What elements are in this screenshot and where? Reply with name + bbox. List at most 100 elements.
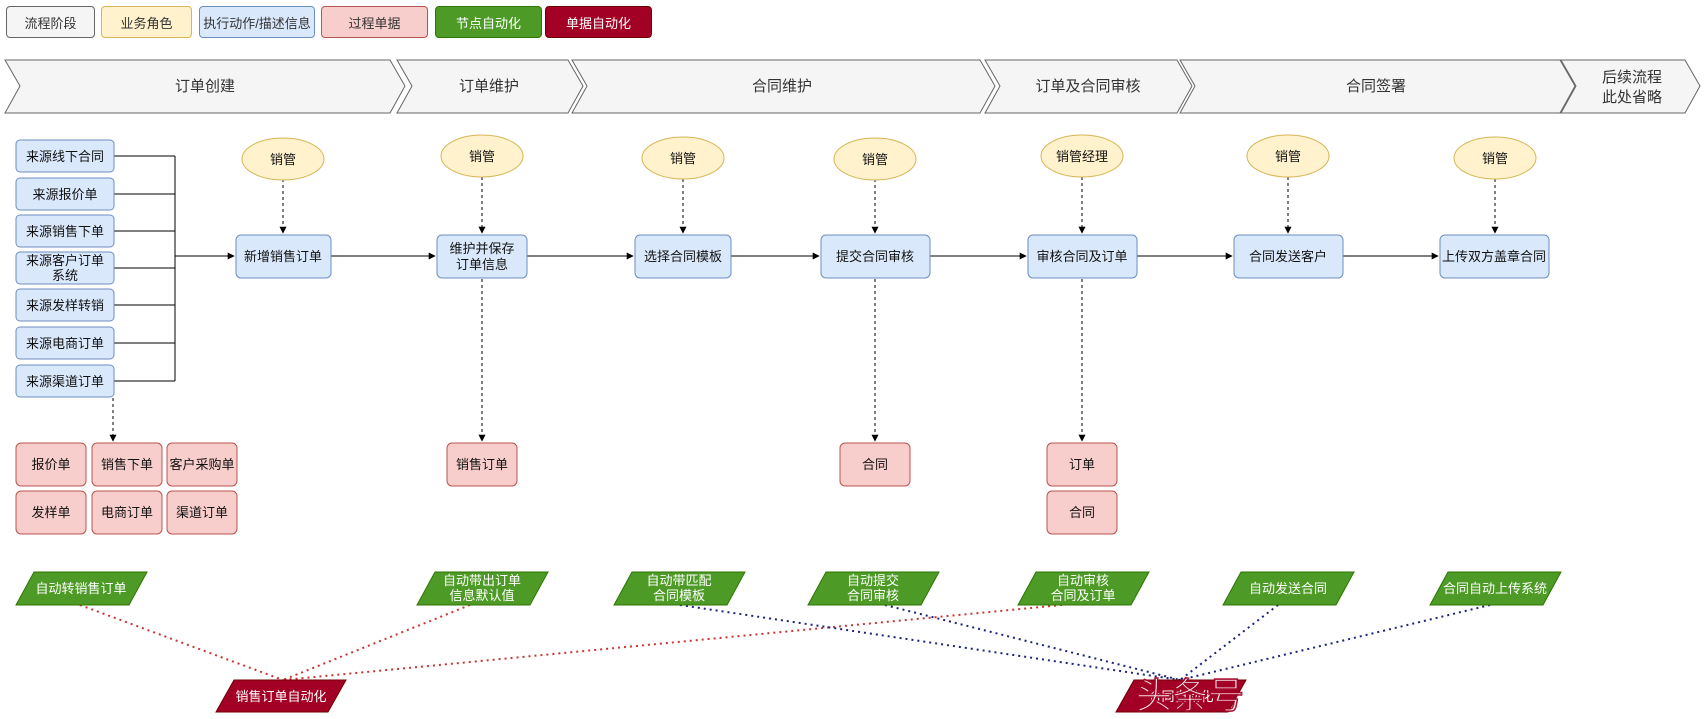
auto-label-line2: 信息默认值 — [449, 588, 514, 603]
legend-phase: 流程阶段 — [6, 6, 95, 38]
legend-action: 执行动作/描述信息 — [199, 6, 315, 38]
auto-default-order-info: 自动带出订单 信息默认值 — [416, 571, 549, 606]
action-label: 新增销售订单 — [244, 249, 322, 264]
action-label-line1: 维护并保存 — [449, 241, 514, 256]
phase-label-line2: 此处省略 — [1602, 89, 1662, 106]
auto-sales-order-doc: 销售订单自动化 — [215, 679, 347, 713]
action-label: 上传双方盖章合同 — [1442, 249, 1546, 264]
action-label: 审核合同及订单 — [1036, 249, 1127, 264]
auto-label-line2: 合同及订单 — [1050, 588, 1115, 603]
action-new-sales-order: 新增销售订单 — [235, 234, 332, 279]
auto-match-template: 自动带匹配 合同模板 — [613, 571, 746, 606]
auto-review: 自动审核 合同及订单 — [1017, 571, 1150, 606]
action-submit-review: 提交合同审核 — [820, 234, 931, 279]
document-list: 报价单 销售下单 客户采购单 发样单 电商订单 渠道订单 销售订单 合同 — [15, 442, 1118, 535]
action-review-contract-order: 审核合同及订单 — [1027, 234, 1138, 279]
document-label: 销售订单 — [456, 457, 508, 472]
role-sales-admin: 销管 — [641, 136, 725, 180]
phase-label-line1: 后续流程 — [1602, 69, 1662, 86]
source-label: 来源销售下单 — [26, 224, 104, 239]
role-sales-manager: 销管经理 — [1040, 134, 1124, 178]
auto-label-line2: 合同审核 — [847, 588, 899, 603]
doc-auto-label: 合同自动化 — [1148, 689, 1213, 704]
document-label: 报价单 — [31, 457, 70, 472]
legend-doc-automation: 单据自动化 — [545, 6, 652, 38]
role-label: 销管 — [862, 152, 888, 167]
auto-submit-review: 自动提交 合同审核 — [807, 571, 940, 606]
action-select-template: 选择合同模板 — [634, 234, 732, 279]
document-sample: 发样单 — [15, 490, 87, 535]
role-label: 销管经理 — [1056, 149, 1108, 164]
phase-label: 订单及合同审核 — [1035, 78, 1140, 95]
action-label: 选择合同模板 — [644, 249, 722, 264]
source-ecommerce: 来源电商订单 — [15, 326, 115, 360]
phase-contract-maintenance: 合同维护 — [571, 59, 996, 114]
document-sales-order-form: 销售下单 — [91, 442, 163, 487]
action-label: 提交合同审核 — [836, 249, 914, 264]
auto-label: 合同自动上传系统 — [1443, 581, 1547, 596]
role-list: 销管 销管 销管 销管 销管经理 销管 销管 — [241, 134, 1537, 181]
source-label: 来源电商订单 — [26, 336, 104, 351]
auto-label-line2: 合同模板 — [653, 588, 705, 603]
role-sales-admin: 销管 — [1246, 134, 1330, 178]
auto-label-line1: 自动审核 — [1057, 573, 1109, 588]
action-label: 合同发送客户 — [1249, 249, 1327, 264]
doc-auto-label: 销售订单自动化 — [235, 689, 326, 704]
node-automation-list: 自动转销售订单 自动带出订单 信息默认值 自动带匹配 合同模板 自动提交 合同审… — [15, 571, 1562, 606]
auto-label: 自动发送合同 — [1249, 581, 1327, 596]
source-sample-to-sale: 来源发样转销 — [15, 288, 115, 322]
action-label-line2: 订单信息 — [456, 257, 508, 272]
auto-convert-sales-order: 自动转销售订单 — [15, 571, 148, 606]
action-list: 新增销售订单 维护并保存 订单信息 选择合同模板 提交合同审核 审核合同及订单 … — [235, 234, 1550, 279]
phase-label: 订单创建 — [175, 78, 235, 95]
phase-label: 合同维护 — [752, 78, 812, 95]
source-connectors — [114, 155, 235, 382]
document-label: 订单 — [1069, 457, 1095, 472]
document-contract-final: 合同 — [1046, 490, 1118, 535]
document-contract: 合同 — [839, 442, 911, 487]
document-order: 订单 — [1046, 442, 1118, 487]
document-label: 电商订单 — [101, 505, 153, 520]
document-label: 客户采购单 — [169, 457, 234, 472]
role-label: 销管 — [670, 151, 696, 166]
auto-label-line1: 自动带匹配 — [646, 573, 711, 588]
source-label: 来源发样转销 — [26, 298, 104, 313]
source-sales-order: 来源销售下单 — [15, 214, 115, 248]
role-label: 销管 — [469, 149, 495, 164]
role-sales-admin: 销管 — [440, 134, 524, 178]
auto-send-contract: 自动发送合同 — [1222, 571, 1355, 606]
doc-automation-list: 销售订单自动化 合同自动化 — [215, 679, 1247, 713]
phase-subsequent: 后续流程 此处省略 — [1560, 59, 1701, 114]
source-label: 来源渠道订单 — [26, 374, 104, 389]
document-sales-order: 销售订单 — [446, 442, 518, 487]
legend-node-automation: 节点自动化 — [435, 6, 542, 38]
document-label: 合同 — [862, 457, 888, 472]
source-label-line2: 系统 — [52, 268, 78, 283]
source-list: 来源线下合同 来源报价单 来源销售下单 来源客户订单 系统 来源发样转销 来源电… — [15, 139, 115, 398]
phase-order-maintenance: 订单维护 — [396, 59, 584, 114]
document-label: 发样单 — [31, 505, 70, 520]
source-offline-contract: 来源线下合同 — [15, 139, 115, 173]
source-label-line1: 来源客户订单 — [26, 253, 104, 268]
watermark-text: 头条号 — [1136, 675, 1244, 716]
dashed-arrows — [109, 177, 1499, 442]
watermark: 头条号 — [1136, 675, 1245, 717]
phase-label: 订单维护 — [459, 78, 519, 95]
source-label: 来源报价单 — [32, 187, 97, 202]
role-label: 销管 — [1482, 151, 1508, 166]
document-channel: 渠道订单 — [166, 490, 238, 535]
phase-label: 合同签署 — [1346, 78, 1406, 95]
role-label: 销管 — [1275, 149, 1301, 164]
phase-review: 订单及合同审核 — [984, 59, 1193, 114]
source-channel: 来源渠道订单 — [15, 364, 115, 398]
auto-label: 自动转销售订单 — [35, 581, 126, 596]
source-customer-system: 来源客户订单 系统 — [15, 251, 115, 285]
document-customer-po: 客户采购单 — [166, 442, 238, 487]
phase-order-creation: 订单创建 — [4, 59, 406, 114]
source-quote: 来源报价单 — [15, 177, 115, 211]
phase-contract-signing: 合同签署 — [1179, 59, 1576, 114]
phase-row: 订单创建 订单维护 合同维护 订单及合同审核 合同签署 后续流程 此处省略 — [4, 59, 1701, 114]
auto-label-line1: 自动提交 — [847, 573, 899, 588]
auto-label-line1: 自动带出订单 — [443, 573, 521, 588]
